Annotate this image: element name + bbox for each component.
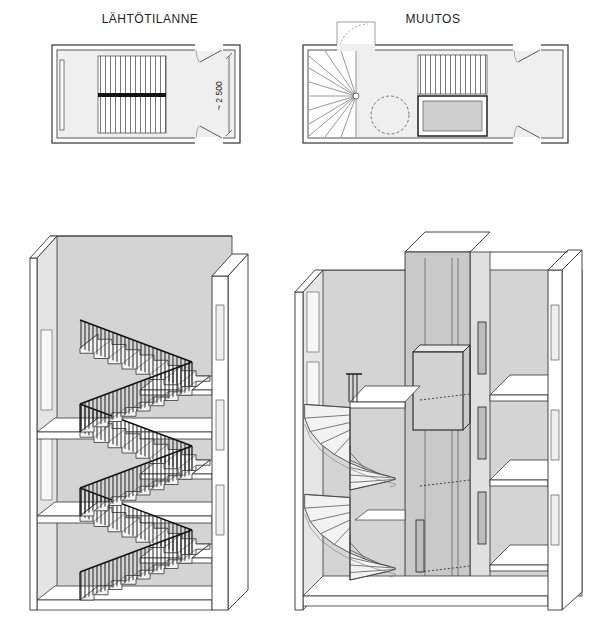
stairwell-after-axonometric [295,232,582,610]
plan-title: LÄHTÖTILANNE [101,13,200,26]
floor-plan-before [52,44,240,144]
stairwell-before-axonometric [30,236,248,610]
dimension-label: ~ 2 500 [214,81,223,112]
floor-plan-after [303,22,568,144]
plan-title: MUUTOS [405,13,462,26]
